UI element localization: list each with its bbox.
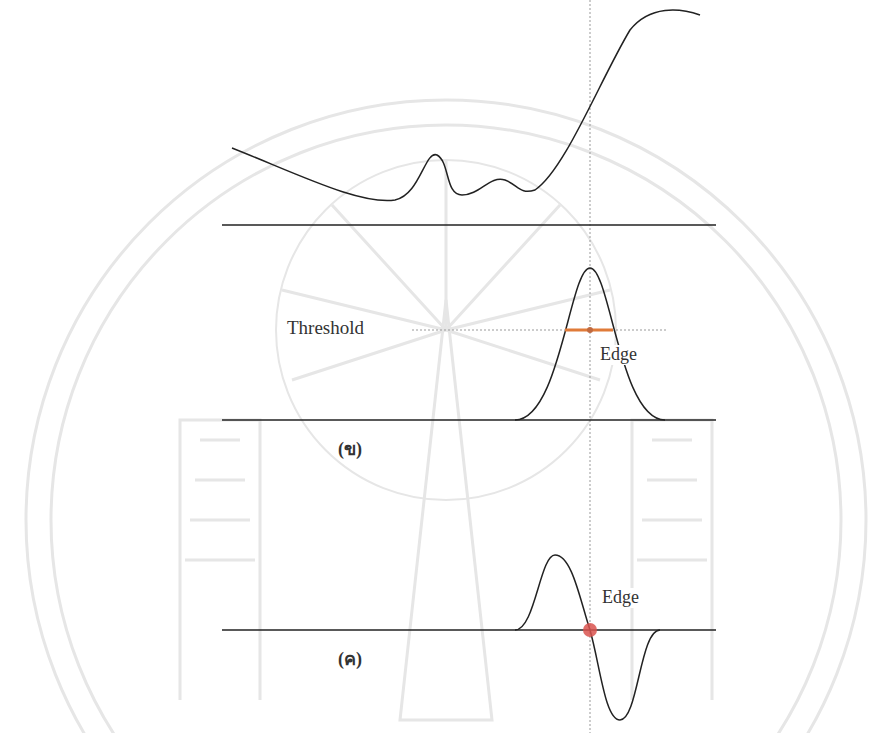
second-derivative-plot <box>222 555 716 720</box>
threshold-label: Threshold <box>285 318 366 339</box>
panel-label: (ค) <box>338 650 362 670</box>
edge-dot <box>587 327 593 333</box>
zero-crossing-dot <box>583 623 597 637</box>
panel-label: (ข) <box>338 440 362 460</box>
signal-plot <box>222 10 716 225</box>
watermark-seal <box>26 100 866 733</box>
threshold-line <box>412 330 668 331</box>
edge-label: Edge <box>600 588 641 608</box>
edge-label: Edge <box>598 345 639 365</box>
first-derivative-plot <box>222 268 716 420</box>
